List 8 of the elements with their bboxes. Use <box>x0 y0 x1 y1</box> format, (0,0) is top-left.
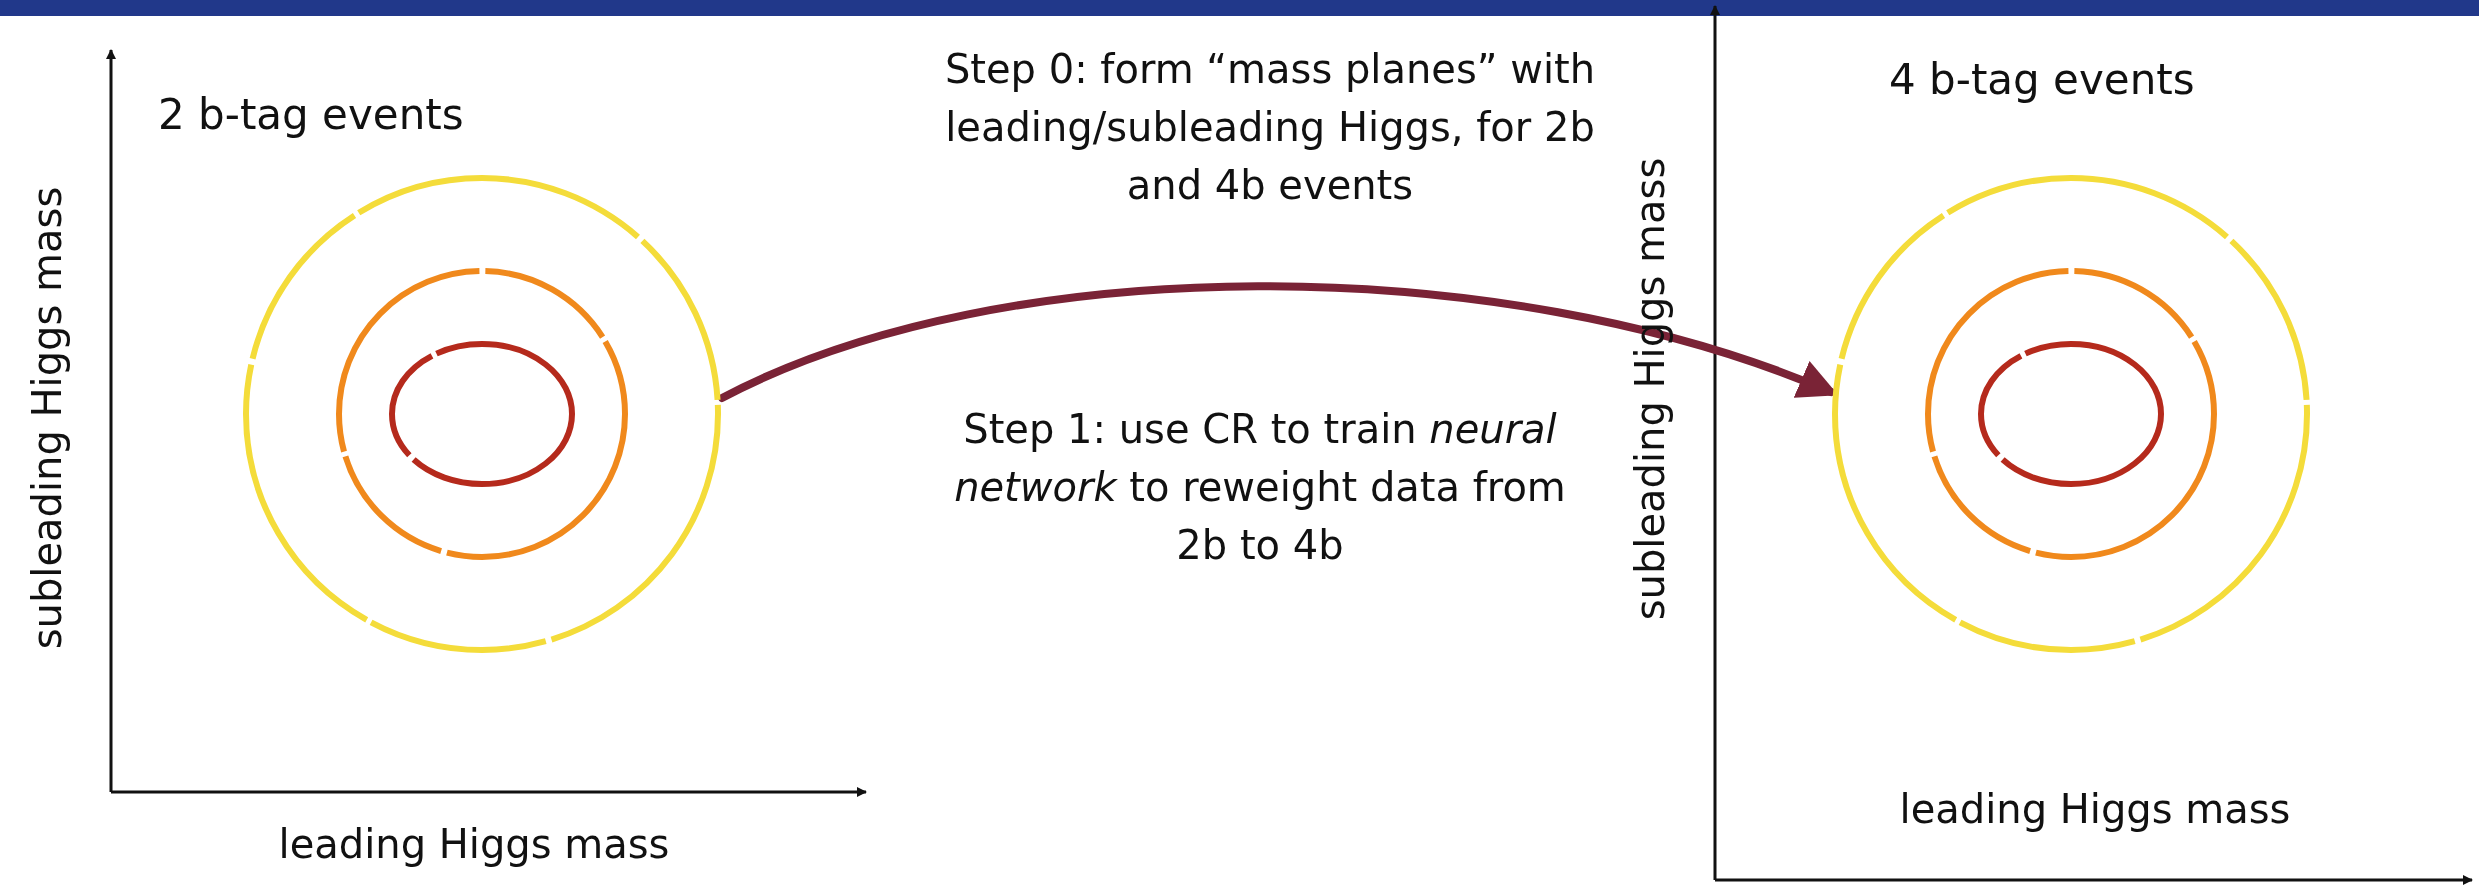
axis-label: subleading Higgs mass <box>23 185 71 652</box>
axis-label: leading Higgs mass <box>1898 785 2292 834</box>
plot-title: 4 b-tag events <box>1889 55 2195 104</box>
axis-label: leading Higgs mass <box>277 820 671 869</box>
step-note: Step 0: form “mass planes” with leading/subleading Higgs, for 2b and 4b events <box>943 45 1597 210</box>
plot-title: 2 b-tag events <box>158 90 464 139</box>
step-note: Step 1: use CR to train neural network to reweight data from 2b to 4b <box>953 405 1567 570</box>
axis-label: subleading Higgs mass <box>1626 156 1674 623</box>
